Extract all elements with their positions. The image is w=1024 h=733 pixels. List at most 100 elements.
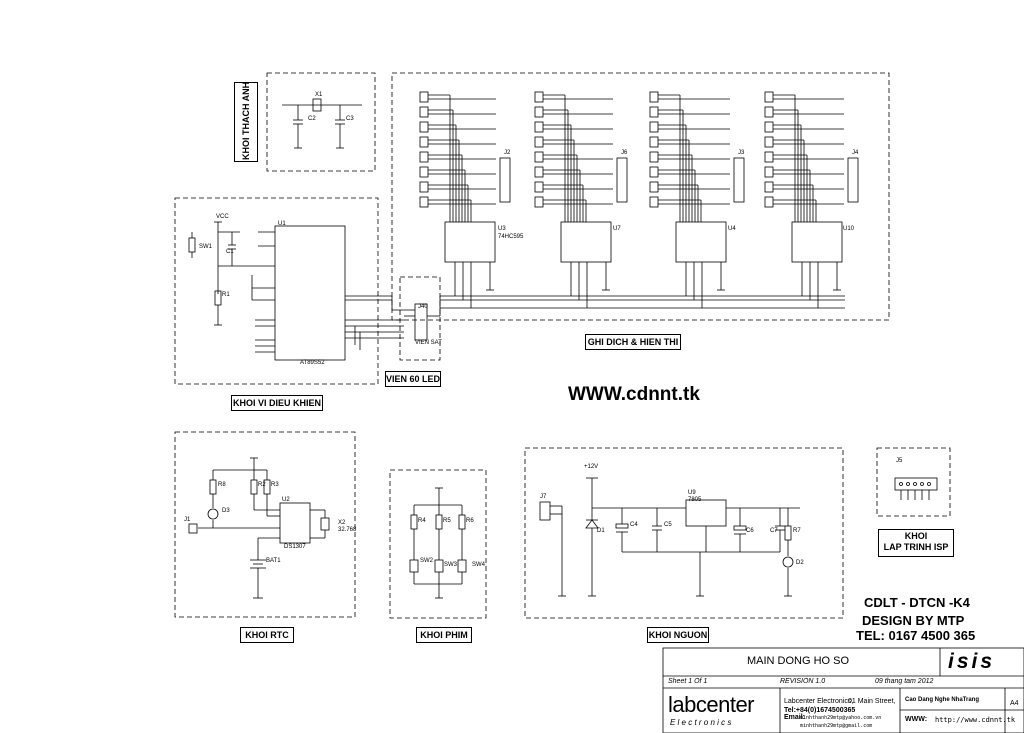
connector-30 <box>764 181 774 193</box>
connector-11 <box>534 136 544 148</box>
connector-17 <box>649 106 659 118</box>
ref-r3: R3 <box>271 482 279 488</box>
isp-block <box>876 447 951 517</box>
connector-5 <box>419 166 429 178</box>
connector-3 <box>419 136 429 148</box>
ref-x1: X1 <box>315 92 323 98</box>
sheet-size: A4 <box>1010 700 1019 707</box>
email-label: Email: <box>784 714 806 721</box>
crystal-circuit <box>282 98 362 149</box>
title-block-frame <box>662 647 1024 733</box>
header-j3 <box>733 157 745 203</box>
header-j4 <box>847 157 859 203</box>
labcenter-logo: labcenter <box>668 692 755 717</box>
rtc-circuit <box>188 457 330 599</box>
connector-8 <box>534 91 544 103</box>
connector-9 <box>534 106 544 118</box>
connector-4 <box>419 151 429 163</box>
power-block-label: KHOI NGUON <box>647 627 709 643</box>
ic-u10 <box>791 221 843 263</box>
school-name: Cao Dang Nghe NhaTrang <box>905 697 980 703</box>
connector-24 <box>764 91 774 103</box>
shift-display-block <box>391 72 890 321</box>
rtc-block-label: KHOI RTC <box>240 627 294 643</box>
connector-25 <box>764 106 774 118</box>
mcu-block <box>174 197 379 385</box>
keys-block-label: KHOI PHIM <box>416 627 472 643</box>
isis-logo: isis <box>948 650 996 673</box>
connector-2 <box>419 121 429 133</box>
website-text: WWW.cdnnt.tk <box>568 384 700 405</box>
revision: REVISION 1.0 <box>780 678 826 685</box>
keys-circuit <box>409 487 467 599</box>
crystal-block <box>266 72 376 172</box>
connector-0 <box>419 91 429 103</box>
ref-sw3: SW3 <box>444 562 458 568</box>
ref-j4: J4 <box>852 150 859 156</box>
mcu-block-label: KHOI VI DIEU KHIEN <box>231 395 323 411</box>
keys-block <box>389 469 487 619</box>
ref-j6: J6 <box>621 150 628 156</box>
ref-u4: U4 <box>728 226 736 232</box>
connector-16 <box>649 91 659 103</box>
power-circuit <box>539 477 800 597</box>
ref-j7: J7 <box>540 494 547 500</box>
ref-v12: +12V <box>584 464 599 470</box>
ref-ic_part: 74HC595 <box>498 234 524 240</box>
ref-sw2: SW2 <box>420 558 434 564</box>
connector-23 <box>649 196 659 208</box>
ref-j40: J40 <box>418 304 428 310</box>
ref-c2: C2 <box>308 116 316 122</box>
company-street: 01 Main Street, <box>848 698 896 705</box>
connector-29 <box>764 166 774 178</box>
ref-u1_part: AT89S52 <box>300 360 325 366</box>
ref-x2_val: 32.768 <box>338 527 357 533</box>
ref-r4: R4 <box>418 518 426 524</box>
rtc-block <box>174 431 356 618</box>
shift-circuit <box>427 295 845 317</box>
ref-j40_part: VIEN SAT <box>415 340 442 346</box>
ref-d3: D3 <box>222 508 230 514</box>
sheet-number: Sheet 1 Of 1 <box>668 678 708 685</box>
www-url: http://www.cdnnt.tk <box>935 716 1016 724</box>
email-1: minhthanh29mtp@yahoo.com.vn <box>800 715 882 721</box>
ref-j2: J2 <box>504 150 511 156</box>
ref-c7: C7 <box>770 528 778 534</box>
ref-bat1: BAT1 <box>266 558 281 564</box>
drawing-title: MAIN DONG HO SO <box>747 655 850 667</box>
labcenter-logo-sub: E l e c t r o n i c s <box>670 718 732 727</box>
www-label: WWW: <box>905 716 928 723</box>
credit-class: CDLT - DTCN -K4 <box>864 595 970 610</box>
isp-connector <box>894 477 938 500</box>
ref-j3: J3 <box>738 150 745 156</box>
ref-r6: R6 <box>466 518 474 524</box>
credit-phone: TEL: 0167 4500 365 <box>856 628 976 643</box>
connector-15 <box>534 196 544 208</box>
connector-28 <box>764 151 774 163</box>
connector-14 <box>534 181 544 193</box>
ref-u3: U3 <box>498 226 506 232</box>
connector-1 <box>419 106 429 118</box>
ref-j1: J1 <box>184 517 191 523</box>
drawing-date: 09 thang tam 2012 <box>875 678 934 685</box>
ref-d2: D2 <box>796 560 804 566</box>
header-j2 <box>499 157 511 203</box>
connector-10 <box>534 121 544 133</box>
ic-u3 <box>444 221 496 263</box>
mcu-circuit <box>188 221 428 361</box>
ref-c1: C1 <box>226 249 234 255</box>
ref-u7: U7 <box>613 226 621 232</box>
email-2: minhthanh29mtp@gmail.com <box>800 723 873 729</box>
ic-u7 <box>560 221 612 263</box>
ref-r1: R1 <box>222 292 230 298</box>
connector-27 <box>764 136 774 148</box>
connector-22 <box>649 181 659 193</box>
company-phone: Tel:+84(0)1674500365 <box>784 707 856 714</box>
led-block <box>399 276 441 361</box>
ref-j5: J5 <box>896 458 903 464</box>
crystal-block-label: KHOI THACH ANH <box>234 82 258 162</box>
ref-sw4: SW4 <box>472 562 486 568</box>
connector-13 <box>534 166 544 178</box>
ref-u10: U10 <box>843 226 855 232</box>
